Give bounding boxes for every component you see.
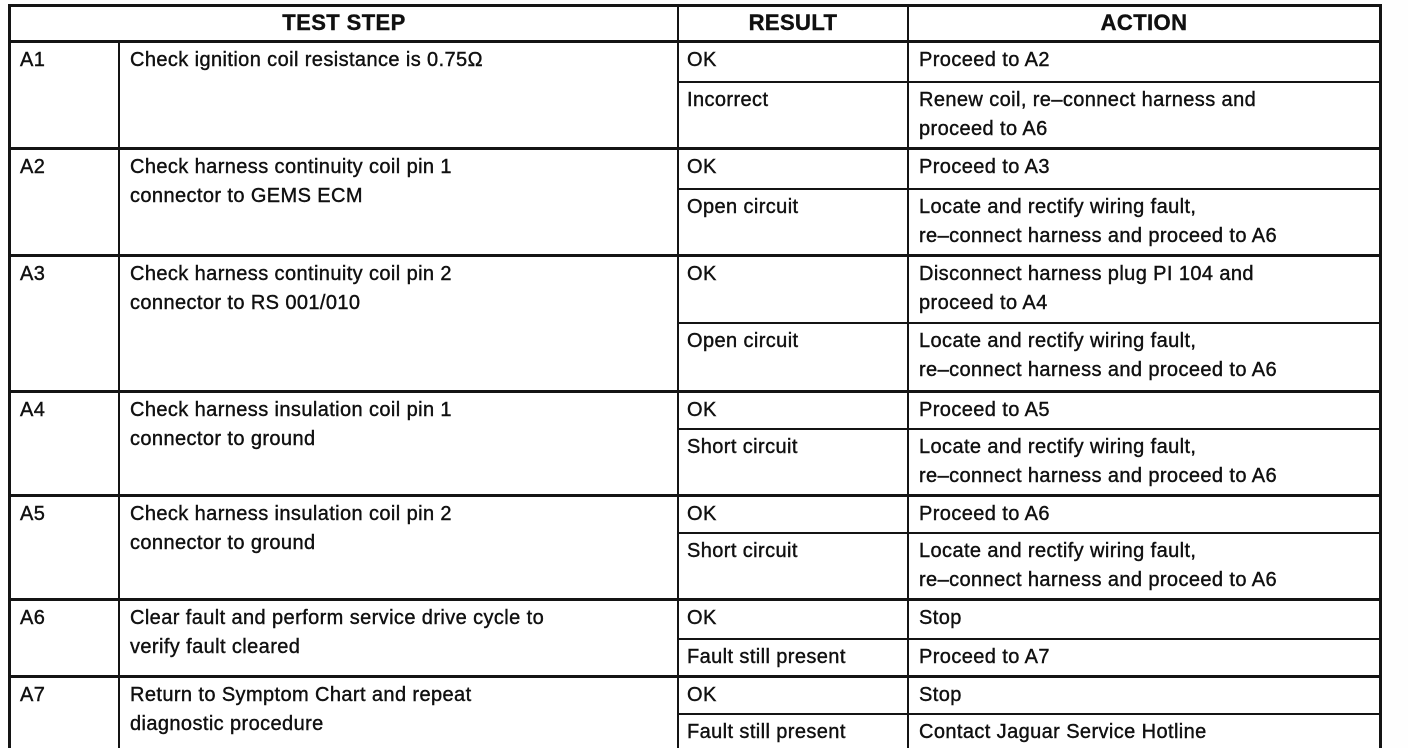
result-cell: Fault still present <box>679 715 909 748</box>
step-row: A4 Check harness insulation coil pin 1 c… <box>11 390 1379 494</box>
result-cell: OK <box>679 257 909 322</box>
outcome-row: Short circuit Locate and rectify wiring … <box>679 532 1379 598</box>
action-cell: Contact Jaguar Service Hotline <box>919 721 1207 743</box>
step-id-cell: A7 <box>11 678 120 748</box>
step-outcomes: OK Disconnect harness plug PI 104 and pr… <box>679 257 1379 390</box>
table-header-row: TEST STEP RESULT ACTION <box>11 7 1379 43</box>
result-cell: OK <box>679 678 909 713</box>
action-cell: Disconnect harness plug PI 104 and proce… <box>919 263 1254 314</box>
outcome-row: OK Proceed to A6 <box>679 497 1379 532</box>
column-header-result: RESULT <box>679 7 909 40</box>
action-cell: Locate and rectify wiring fault, re–conn… <box>919 436 1277 487</box>
outcome-row: Fault still present Proceed to A7 <box>679 638 1379 675</box>
result-cell: OK <box>679 393 909 428</box>
step-description-cell: Clear fault and perform service drive cy… <box>120 601 679 675</box>
action-cell: Locate and rectify wiring fault, re–conn… <box>919 330 1277 381</box>
step-outcomes: OK Proceed to A6 Short circuit Locate an… <box>679 497 1379 598</box>
step-description-cell: Check harness insulation coil pin 1 conn… <box>120 393 679 494</box>
step-description-cell: Check ignition coil resistance is 0.75Ω <box>120 43 679 147</box>
step-id-cell: A4 <box>11 393 120 494</box>
outcome-row: Open circuit Locate and rectify wiring f… <box>679 188 1379 254</box>
step-row: A3 Check harness continuity coil pin 2 c… <box>11 254 1379 390</box>
step-description-cell: Check harness continuity coil pin 1 conn… <box>120 150 679 254</box>
result-cell: OK <box>679 601 909 638</box>
action-cell: Locate and rectify wiring fault, re–conn… <box>919 540 1277 591</box>
result-cell: Short circuit <box>679 430 909 494</box>
diagnostic-table: TEST STEP RESULT ACTION A1 Check ignitio… <box>8 4 1382 748</box>
outcome-row: OK Proceed to A3 <box>679 150 1379 188</box>
outcome-row: Open circuit Locate and rectify wiring f… <box>679 322 1379 390</box>
step-id-cell: A5 <box>11 497 120 598</box>
step-outcomes: OK Stop Fault still present Proceed to A… <box>679 601 1379 675</box>
result-cell: Fault still present <box>679 640 909 675</box>
step-id-cell: A2 <box>11 150 120 254</box>
step-row: A7 Return to Symptom Chart and repeat di… <box>11 675 1379 748</box>
step-outcomes: OK Proceed to A3 Open circuit Locate and… <box>679 150 1379 254</box>
action-cell: Stop <box>919 684 962 706</box>
outcome-row: OK Stop <box>679 601 1379 638</box>
action-cell: Proceed to A3 <box>919 156 1050 178</box>
step-description-cell: Return to Symptom Chart and repeat diagn… <box>120 678 679 748</box>
action-cell: Stop <box>919 607 962 629</box>
action-cell: Proceed to A6 <box>919 503 1050 525</box>
action-cell: Proceed to A7 <box>919 646 1050 668</box>
step-row: A2 Check harness continuity coil pin 1 c… <box>11 147 1379 254</box>
step-row: A1 Check ignition coil resistance is 0.7… <box>11 43 1379 147</box>
action-cell: Proceed to A2 <box>919 49 1050 71</box>
outcome-row: Fault still present Contact Jaguar Servi… <box>679 713 1379 748</box>
step-id-cell: A6 <box>11 601 120 675</box>
result-cell: Open circuit <box>679 324 909 390</box>
outcome-row: OK Proceed to A5 <box>679 393 1379 428</box>
step-outcomes: OK Proceed to A5 Short circuit Locate an… <box>679 393 1379 494</box>
result-cell: OK <box>679 150 909 188</box>
step-id-cell: A1 <box>11 43 120 147</box>
step-outcomes: OK Proceed to A2 Incorrect Renew coil, r… <box>679 43 1379 147</box>
result-cell: Incorrect <box>679 83 909 147</box>
result-cell: Open circuit <box>679 190 909 254</box>
column-header-action: ACTION <box>1100 9 1188 35</box>
outcome-row: Incorrect Renew coil, re–connect harness… <box>679 81 1379 147</box>
result-cell: OK <box>679 43 909 81</box>
result-cell: OK <box>679 497 909 532</box>
result-cell: Short circuit <box>679 534 909 598</box>
column-header-test-step: TEST STEP <box>11 7 679 40</box>
action-cell: Renew coil, re–connect harness and proce… <box>919 89 1257 140</box>
action-cell: Proceed to A5 <box>919 399 1050 421</box>
step-outcomes: OK Stop Fault still present Contact Jagu… <box>679 678 1379 748</box>
table-body: A1 Check ignition coil resistance is 0.7… <box>11 43 1379 748</box>
step-description-cell: Check harness continuity coil pin 2 conn… <box>120 257 679 390</box>
step-description-cell: Check harness insulation coil pin 2 conn… <box>120 497 679 598</box>
action-cell: Locate and rectify wiring fault, re–conn… <box>919 196 1277 247</box>
step-row: A5 Check harness insulation coil pin 2 c… <box>11 494 1379 598</box>
outcome-row: OK Stop <box>679 678 1379 713</box>
outcome-row: Short circuit Locate and rectify wiring … <box>679 428 1379 494</box>
outcome-row: OK Proceed to A2 <box>679 43 1379 81</box>
step-id-cell: A3 <box>11 257 120 390</box>
step-row: A6 Clear fault and perform service drive… <box>11 598 1379 675</box>
outcome-row: OK Disconnect harness plug PI 104 and pr… <box>679 257 1379 322</box>
